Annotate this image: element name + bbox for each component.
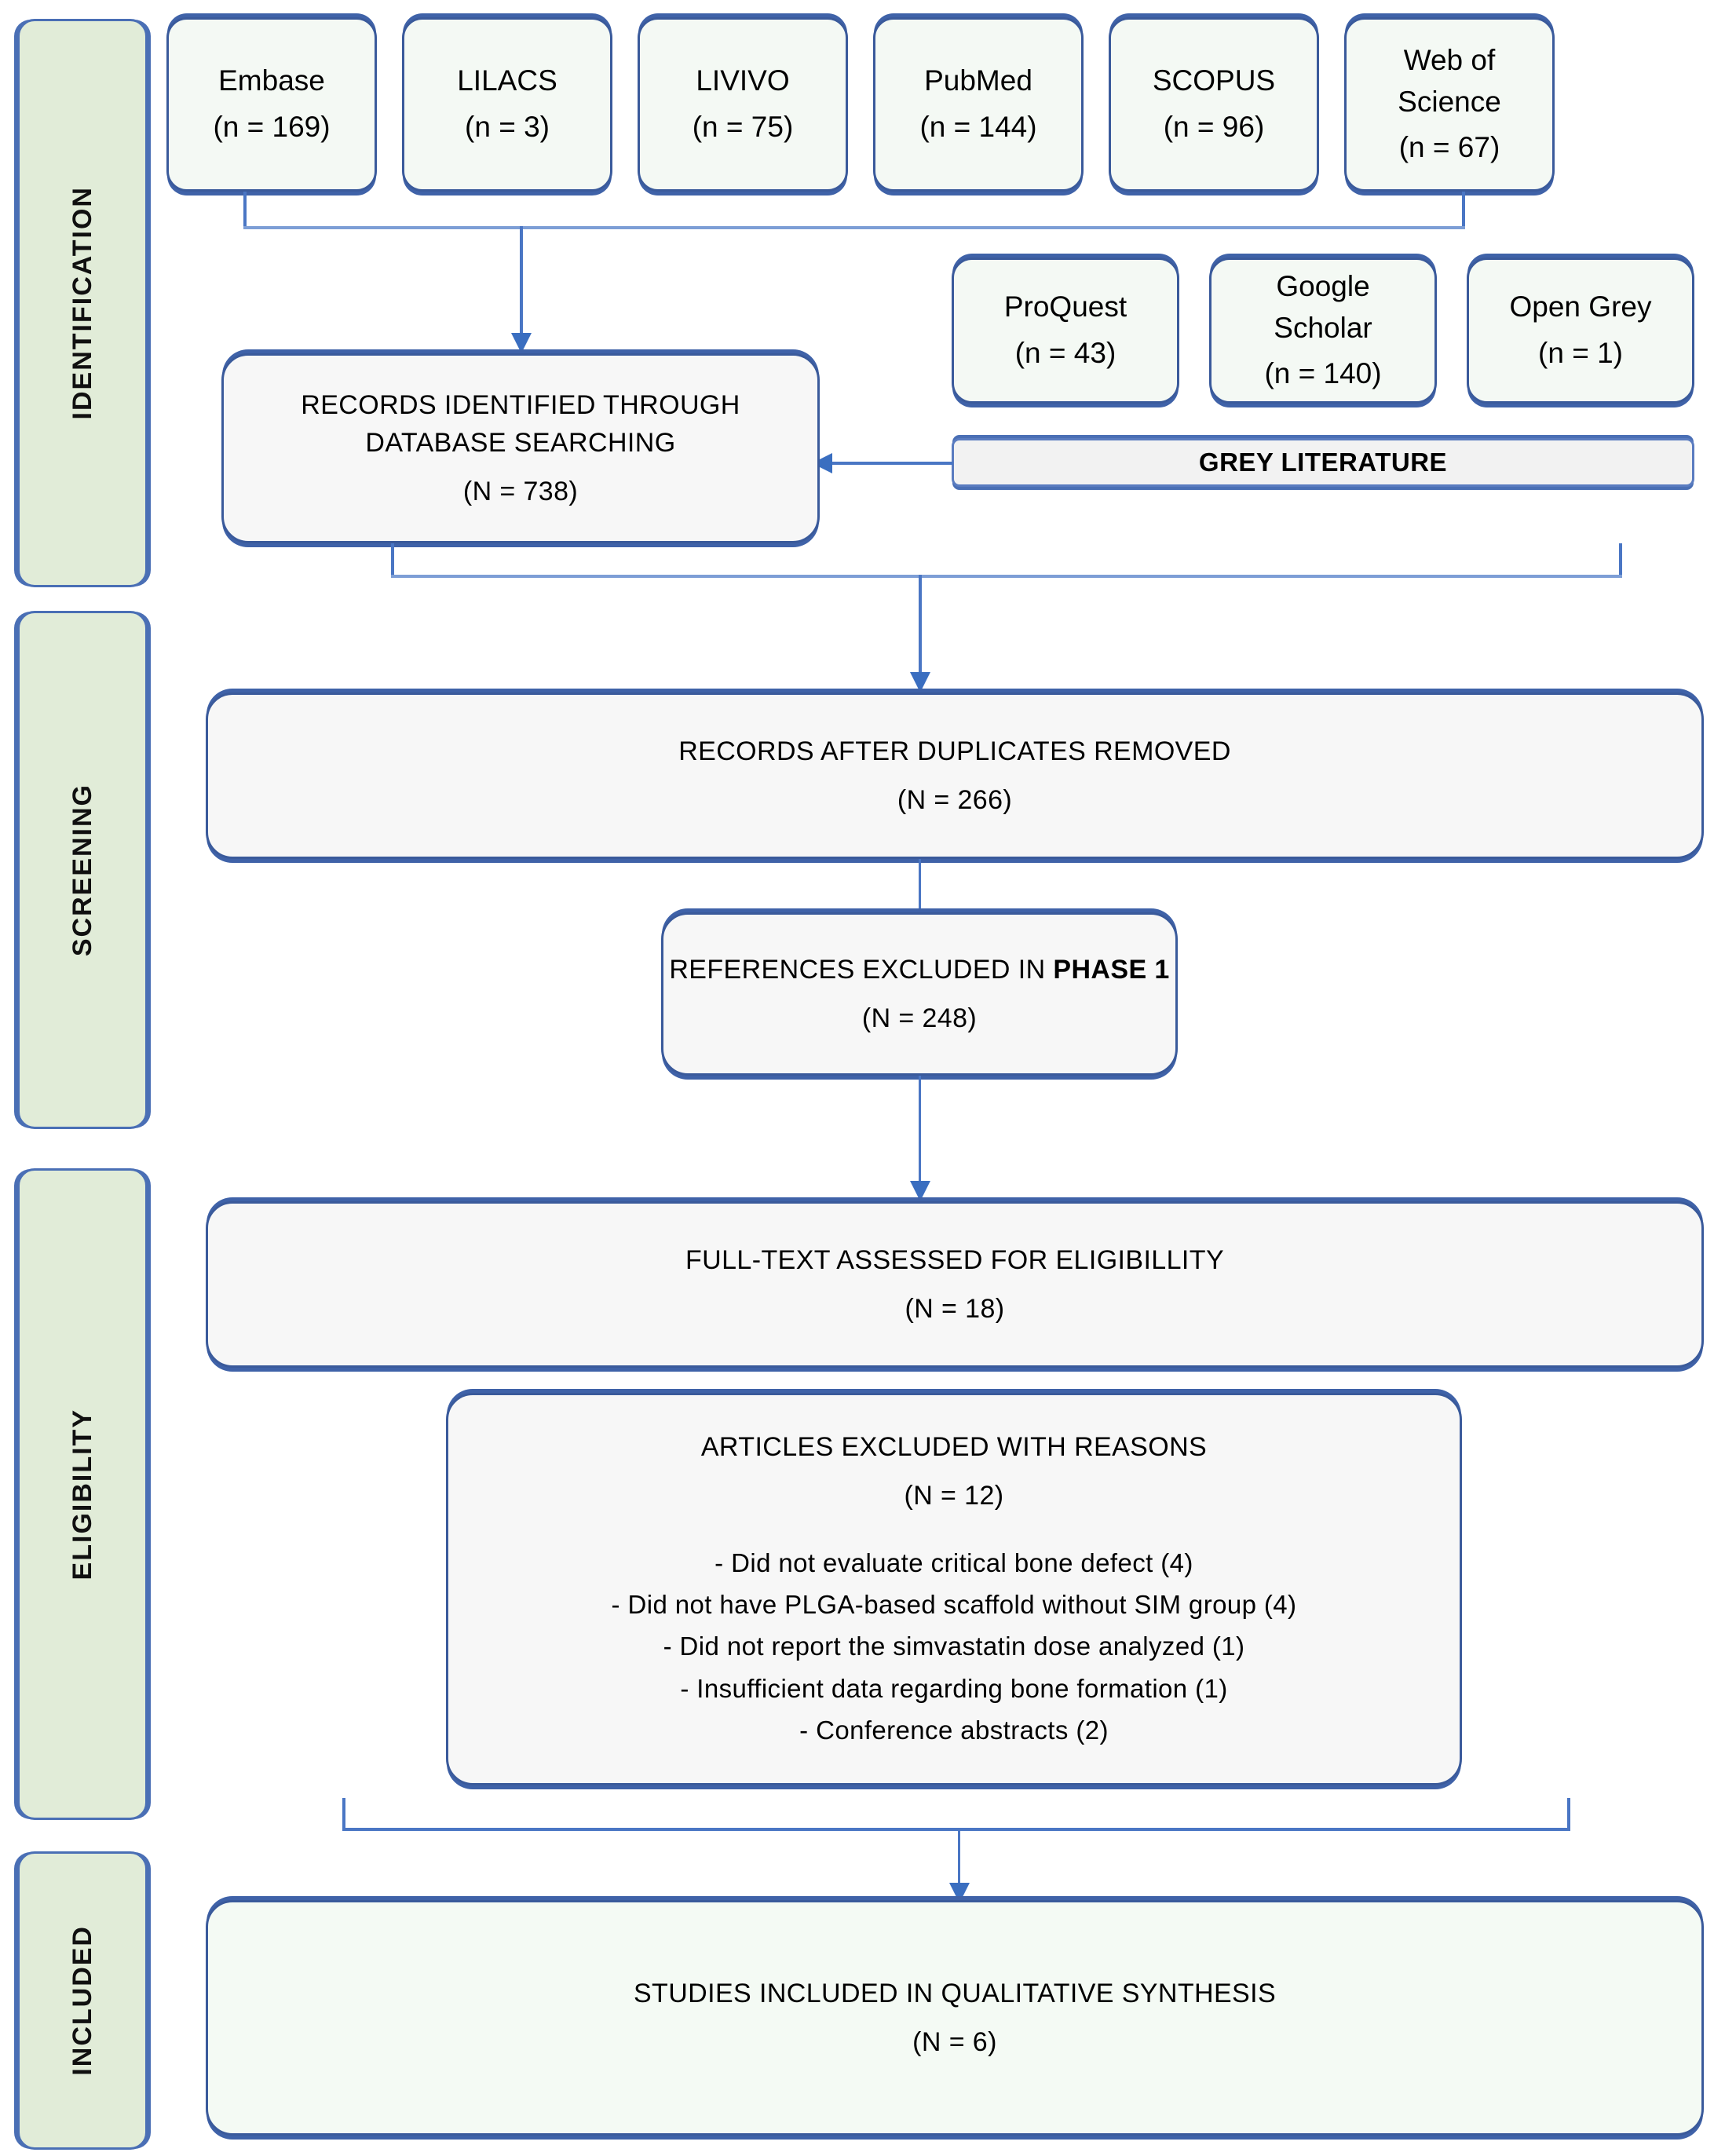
connector-databases-to-records	[520, 226, 523, 336]
articles-excluded-reason: - Did not evaluate critical bone defect …	[714, 1548, 1193, 1577]
full-text-assessed-box: FULL-TEXT ASSESSED FOR ELIGIBILLITY (N =…	[206, 1201, 1704, 1368]
records-identified-box: RECORDS IDENTIFIED THROUGH DATABASE SEAR…	[221, 353, 820, 543]
grey-literature-banner: GREY LITERATURE	[952, 438, 1694, 487]
database-count-web-of-science: (n = 67)	[1398, 131, 1500, 164]
grey-source-count-google-scholar: (n = 140)	[1264, 357, 1382, 390]
references-excluded-phase1-title: REFERENCES EXCLUDED IN PHASE 1	[669, 951, 1169, 988]
database-count-lilacs: (n = 3)	[465, 111, 550, 143]
stage-label-screening: SCREENING	[67, 783, 97, 957]
connector-records-to-duplicates	[919, 575, 922, 675]
articles-excluded-count: (N = 12)	[904, 1481, 1004, 1511]
records-after-duplicates-count: (N = 266)	[897, 785, 1013, 815]
database-count-livivo: (n = 75)	[692, 111, 794, 143]
arrow-databases-to-records	[511, 333, 532, 353]
studies-included-count: (N = 6)	[912, 2027, 997, 2057]
stage-rail-identification: IDENTIFICATION	[17, 19, 148, 587]
grey-source-count-open-grey: (n = 1)	[1538, 337, 1623, 369]
records-identified-count: (N = 738)	[462, 477, 579, 507]
connector-excluded-left-stub	[342, 1798, 345, 1831]
grey-source-count-proquest: (n = 43)	[1014, 337, 1116, 369]
connector-duplicates-to-phase1	[919, 859, 921, 915]
database-count-pubmed: (n = 144)	[919, 111, 1037, 143]
database-box-web-of-science: Web of Science (n = 67)	[1344, 17, 1555, 192]
database-name-livivo: LIVIVO	[696, 64, 790, 97]
grey-source-box-google-scholar: Google Scholar (n = 140)	[1209, 258, 1437, 404]
database-name-scopus: SCOPUS	[1152, 64, 1276, 97]
records-identified-line1: RECORDS IDENTIFIED THROUGH	[301, 389, 740, 420]
arrow-excluded-to-included	[949, 1883, 970, 1903]
database-box-pubmed: PubMed (n = 144)	[873, 17, 1084, 192]
grey-source-box-proquest: ProQuest (n = 43)	[952, 258, 1179, 404]
studies-included-box: STUDIES INCLUDED IN QUALITATIVE SYNTHESI…	[206, 1900, 1704, 2136]
database-name-web-of-science-line1: Web of	[1403, 44, 1496, 77]
database-box-scopus: SCOPUS (n = 96)	[1109, 17, 1319, 192]
articles-excluded-reason: - Did not have PLGA-based scaffold witho…	[611, 1589, 1297, 1619]
connector-databases-bus	[243, 226, 1465, 229]
stage-label-identification: IDENTIFICATION	[67, 186, 97, 420]
stage-rail-screening: SCREENING	[17, 611, 148, 1129]
full-text-assessed-count: (N = 18)	[905, 1294, 1005, 1324]
articles-excluded-box: ARTICLES EXCLUDED WITH REASONS (N = 12) …	[446, 1393, 1462, 1785]
stage-rail-eligibility: ELIGIBILITY	[17, 1168, 148, 1820]
connector-excluded-bus	[342, 1828, 1570, 1831]
database-box-embase: Embase (n = 169)	[166, 17, 377, 192]
database-name-pubmed: PubMed	[924, 64, 1032, 97]
grey-source-name-google-scholar-line1: Google	[1276, 270, 1370, 303]
connector-records-left-stub	[391, 543, 394, 576]
database-name-embase: Embase	[218, 64, 325, 97]
connector-wos-stub	[1462, 192, 1465, 228]
database-count-scopus: (n = 96)	[1163, 111, 1265, 143]
connector-records-bus	[391, 575, 1622, 578]
articles-excluded-reason: - Insufficient data regarding bone forma…	[680, 1673, 1228, 1703]
articles-excluded-reasons-list: - Did not evaluate critical bone defect …	[612, 1542, 1297, 1752]
grey-source-name-google-scholar-line2: Scholar	[1274, 311, 1372, 344]
articles-excluded-title: ARTICLES EXCLUDED WITH REASONS	[700, 1432, 1208, 1462]
grey-source-name-open-grey: Open Grey	[1509, 291, 1652, 323]
studies-included-title: STUDIES INCLUDED IN QUALITATIVE SYNTHESI…	[633, 1978, 1277, 2008]
database-count-embase: (n = 169)	[213, 111, 331, 143]
connector-grey-to-records	[832, 462, 953, 465]
references-excluded-phase1-count: (N = 248)	[861, 1003, 978, 1033]
stage-label-eligibility: ELIGIBILITY	[67, 1408, 97, 1580]
grey-literature-banner-label: GREY LITERATURE	[1198, 448, 1448, 477]
connector-embase-stub	[243, 192, 247, 228]
database-name-lilacs: LILACS	[457, 64, 557, 97]
references-excluded-phase1-box: REFERENCES EXCLUDED IN PHASE 1 (N = 248)	[661, 912, 1178, 1076]
database-name-web-of-science-line2: Science	[1398, 85, 1501, 118]
connector-records-right-stub	[1619, 543, 1622, 576]
connector-phase1-to-fulltext	[919, 1076, 921, 1186]
arrow-records-to-duplicates	[910, 672, 930, 692]
connector-excluded-to-included	[958, 1828, 960, 1892]
full-text-assessed-title: FULL-TEXT ASSESSED FOR ELIGIBILLITY	[685, 1244, 1225, 1275]
articles-excluded-reason: - Conference abstracts (2)	[799, 1716, 1109, 1745]
references-excluded-phase1-title-bold: PHASE 1	[1053, 954, 1170, 985]
records-after-duplicates-title: RECORDS AFTER DUPLICATES REMOVED	[678, 736, 1231, 766]
connector-excluded-right-stub	[1567, 1798, 1570, 1831]
records-after-duplicates-box: RECORDS AFTER DUPLICATES REMOVED (N = 26…	[206, 692, 1704, 859]
stage-rail-included: INCLUDED	[17, 1851, 148, 2150]
grey-source-box-open-grey: Open Grey (n = 1)	[1467, 258, 1694, 404]
database-box-lilacs: LILACS (n = 3)	[402, 17, 612, 192]
database-box-livivo: LIVIVO (n = 75)	[638, 17, 848, 192]
grey-source-name-proquest: ProQuest	[1003, 291, 1127, 323]
stage-label-included: INCLUDED	[67, 1925, 97, 2076]
records-identified-line2: DATABASE SEARCHING	[365, 427, 676, 458]
arrow-phase1-to-fulltext	[910, 1181, 930, 1201]
references-excluded-phase1-title-prefix: REFERENCES EXCLUDED IN	[669, 954, 1054, 985]
articles-excluded-reason: - Did not report the simvastatin dose an…	[663, 1632, 1245, 1661]
